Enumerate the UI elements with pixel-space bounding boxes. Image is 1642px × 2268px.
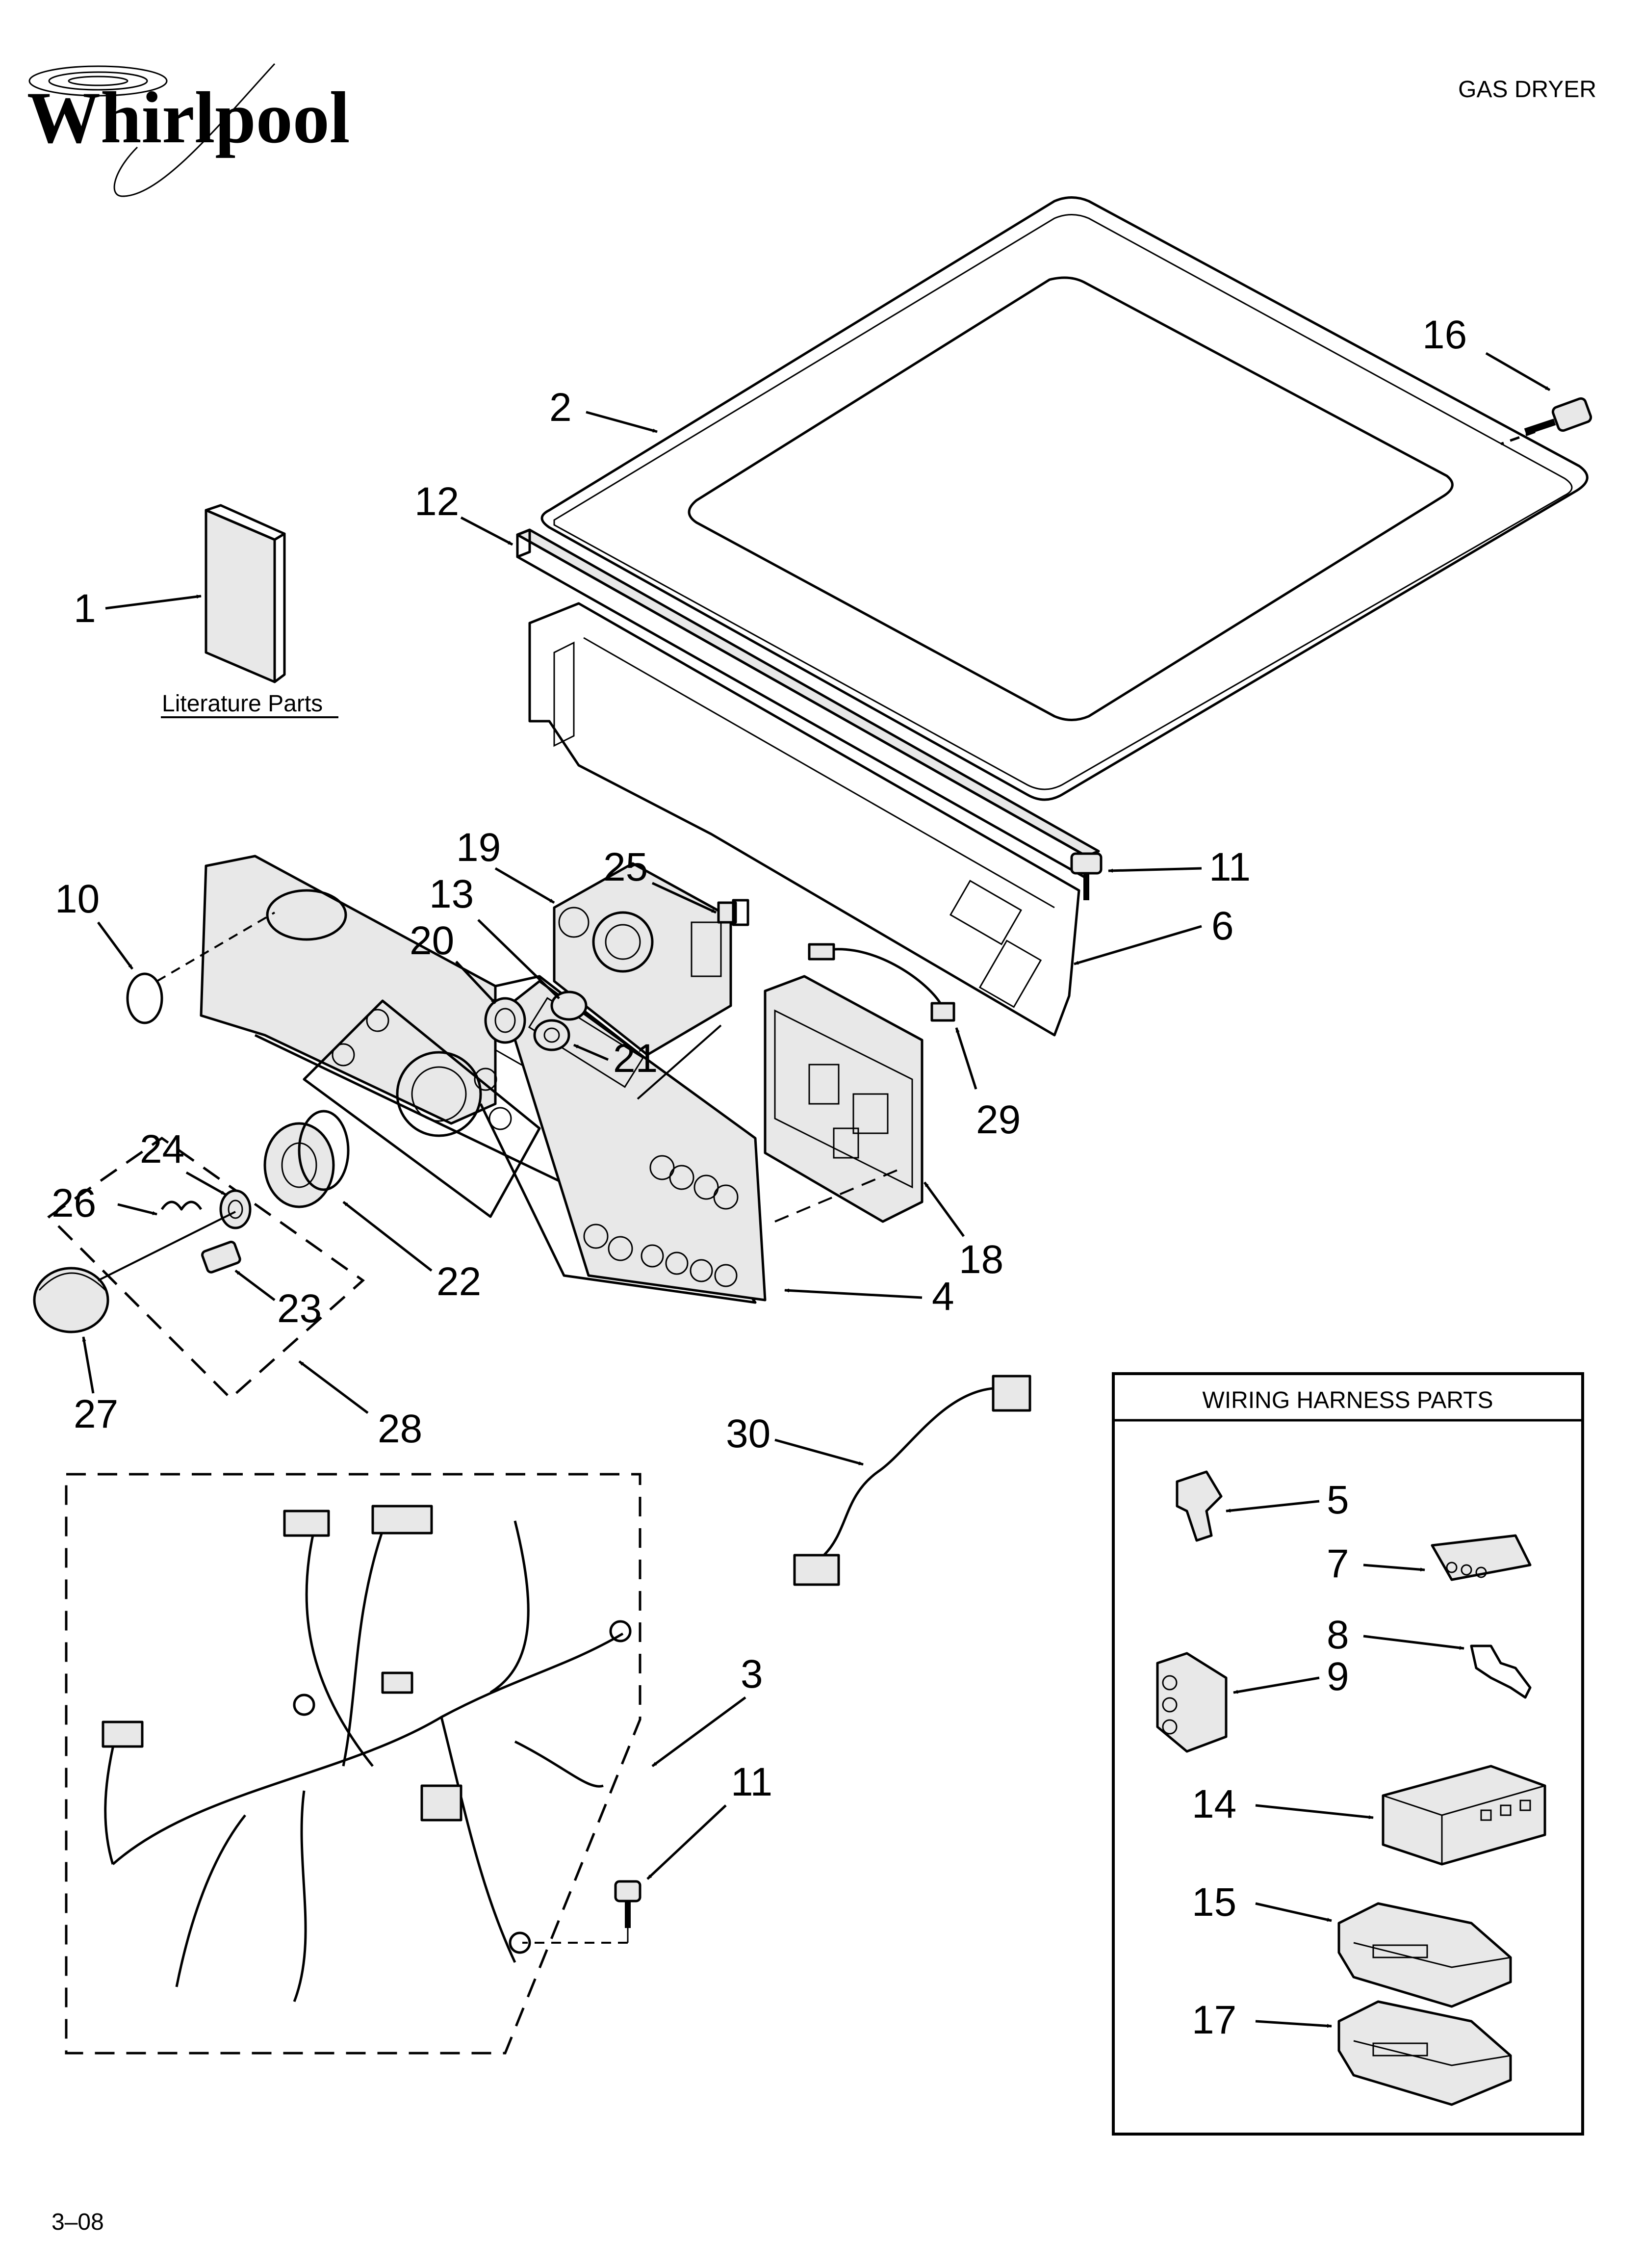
- control-panel: [504, 980, 767, 1302]
- knob-kit-outline: [47, 1136, 365, 1400]
- callout-26: 26: [51, 1181, 96, 1225]
- callout-8: 8: [1327, 1613, 1349, 1657]
- callout-10: 10: [55, 877, 100, 921]
- callout-28: 28: [378, 1407, 422, 1451]
- main-harness-outline: [65, 1473, 641, 2055]
- callout-22: 22: [436, 1259, 481, 1304]
- top-panel: [540, 196, 1589, 801]
- callout-27: 27: [74, 1392, 118, 1436]
- mounting-plate: [303, 999, 541, 1218]
- connector-9: [1156, 1652, 1228, 1753]
- callout-21: 21: [613, 1036, 658, 1081]
- callout-25: 25: [603, 845, 648, 889]
- callout-9: 9: [1327, 1654, 1349, 1699]
- selector-20: [484, 997, 526, 1044]
- callout-16: 16: [1422, 313, 1467, 357]
- callout-2: 2: [549, 385, 572, 430]
- callout-20: 20: [410, 918, 454, 963]
- knob-13: [550, 991, 588, 1021]
- callout-13: 13: [429, 872, 474, 916]
- control-module-18: [764, 975, 924, 1223]
- spring-26: [160, 1200, 203, 1211]
- wiring-parts-box: [1112, 1372, 1584, 2136]
- literature-booklet: [205, 504, 286, 683]
- bushing-24: [219, 1189, 252, 1229]
- footer-code: 3–08: [51, 2209, 104, 2235]
- callout-5: 5: [1327, 1478, 1349, 1522]
- callout-24: 24: [140, 1127, 184, 1172]
- ring-21: [533, 1019, 570, 1051]
- brand-name: Whirlpool: [27, 77, 350, 158]
- callout-14: 14: [1192, 1782, 1236, 1826]
- callout-11-lower: 11: [731, 1760, 772, 1804]
- cable-29: [808, 943, 955, 1022]
- electronic-board-19: [553, 862, 732, 1056]
- callout-6: 6: [1211, 904, 1234, 948]
- clip-5: [1176, 1470, 1223, 1542]
- main-harness-3: [102, 1505, 632, 2002]
- callout-18: 18: [959, 1237, 1003, 1282]
- callout-11-upper: 11: [1209, 845, 1251, 889]
- screw-16: [1524, 397, 1592, 435]
- callout-12: 12: [414, 479, 459, 524]
- screw-11-lower: [522, 1880, 641, 1944]
- connector-7: [1431, 1534, 1532, 1581]
- model-label: GAS DRYER: [1458, 77, 1596, 103]
- lamp-23: [201, 1240, 241, 1274]
- knob-27: [33, 1211, 236, 1333]
- callout-15: 15: [1192, 1880, 1236, 1925]
- whirlpool-logo: Whirlpool: [27, 63, 350, 197]
- screw-11-upper: [1070, 852, 1103, 900]
- callout-29: 29: [976, 1097, 1021, 1142]
- literature-label: Literature Parts: [162, 691, 323, 717]
- callout-17: 17: [1192, 1998, 1236, 2042]
- clip-25: [717, 899, 749, 926]
- callout-7: 7: [1327, 1541, 1349, 1586]
- callout-23: 23: [277, 1286, 322, 1331]
- terminal-8: [1470, 1644, 1532, 1699]
- encoder-22: [263, 1110, 350, 1208]
- harness-30: [793, 1375, 1031, 1586]
- callout-1: 1: [74, 586, 96, 631]
- connector-17: [1337, 2000, 1512, 2106]
- plug-10: [126, 972, 163, 1024]
- wiring-box-title: WIRING HARNESS PARTS: [1203, 1387, 1493, 1413]
- connector-14: [1382, 1765, 1546, 1866]
- callout-3: 3: [741, 1652, 763, 1696]
- connector-15: [1337, 1902, 1512, 2008]
- callout-4: 4: [932, 1274, 954, 1319]
- callout-19: 19: [456, 825, 501, 870]
- callout-30: 30: [726, 1411, 770, 1456]
- bracket-6: [528, 602, 1080, 1037]
